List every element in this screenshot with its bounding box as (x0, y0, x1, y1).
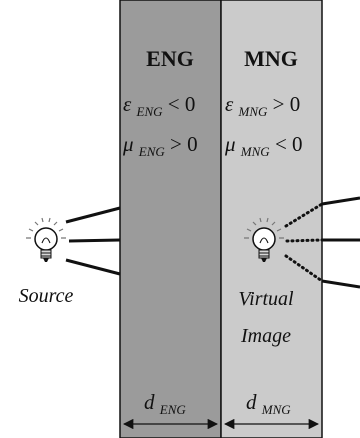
source-ray-upper (65, 206, 121, 224)
source-label: Source (19, 285, 74, 307)
eng-mu-symbol: μ (122, 132, 134, 156)
eng-heading: ENG (146, 46, 194, 71)
mng-mu-subscript: MNG (240, 144, 271, 159)
mng-mu-relation: < 0 (275, 132, 303, 156)
virtual-label-line-1: Virtual (238, 288, 294, 310)
eng-epsilon-relation: < 0 (168, 92, 196, 116)
eng-thickness-subscript: ENG (159, 402, 187, 417)
eng-thickness-symbol: d (144, 390, 155, 414)
mng-epsilon-symbol: ε (225, 92, 234, 116)
virtual-image-bulb-icon (244, 217, 284, 262)
source-ray-middle (68, 238, 121, 243)
eng-mu-equation: μ ENG > 0 (122, 132, 198, 161)
mng-epsilon-relation: > 0 (273, 92, 301, 116)
eng-epsilon-equation: ε ENG < 0 (123, 92, 195, 121)
virtual-ray-lower-dotted (284, 254, 324, 283)
eng-mu-relation: > 0 (170, 132, 198, 156)
mng-heading: MNG (244, 46, 298, 71)
source-ray-lower (65, 258, 121, 276)
mng-slab (220, 0, 323, 438)
virtual-label-line-2: Image (240, 325, 291, 347)
mng-epsilon-subscript: MNG (238, 104, 269, 119)
virtual-ray-upper-dotted (284, 202, 324, 228)
eng-epsilon-symbol: ε (123, 92, 132, 116)
eng-slab (119, 0, 222, 438)
virtual-ray-middle-dotted (285, 238, 324, 243)
mng-epsilon-equation: ε MNG > 0 (225, 92, 300, 121)
eng-epsilon-subscript: ENG (136, 104, 164, 119)
eng-mu-subscript: ENG (138, 144, 166, 159)
eng-thickness-label: d ENG (144, 390, 186, 417)
mng-thickness-subscript: MNG (261, 402, 292, 417)
mng-thickness-symbol: d (246, 390, 257, 414)
source-bulb-icon (26, 217, 66, 262)
exit-ray-lower (321, 279, 360, 289)
mng-thickness-label: d MNG (246, 390, 291, 417)
mng-mu-equation: μ MNG < 0 (224, 132, 303, 161)
exit-ray-upper (321, 196, 360, 206)
mng-mu-symbol: μ (224, 132, 236, 156)
